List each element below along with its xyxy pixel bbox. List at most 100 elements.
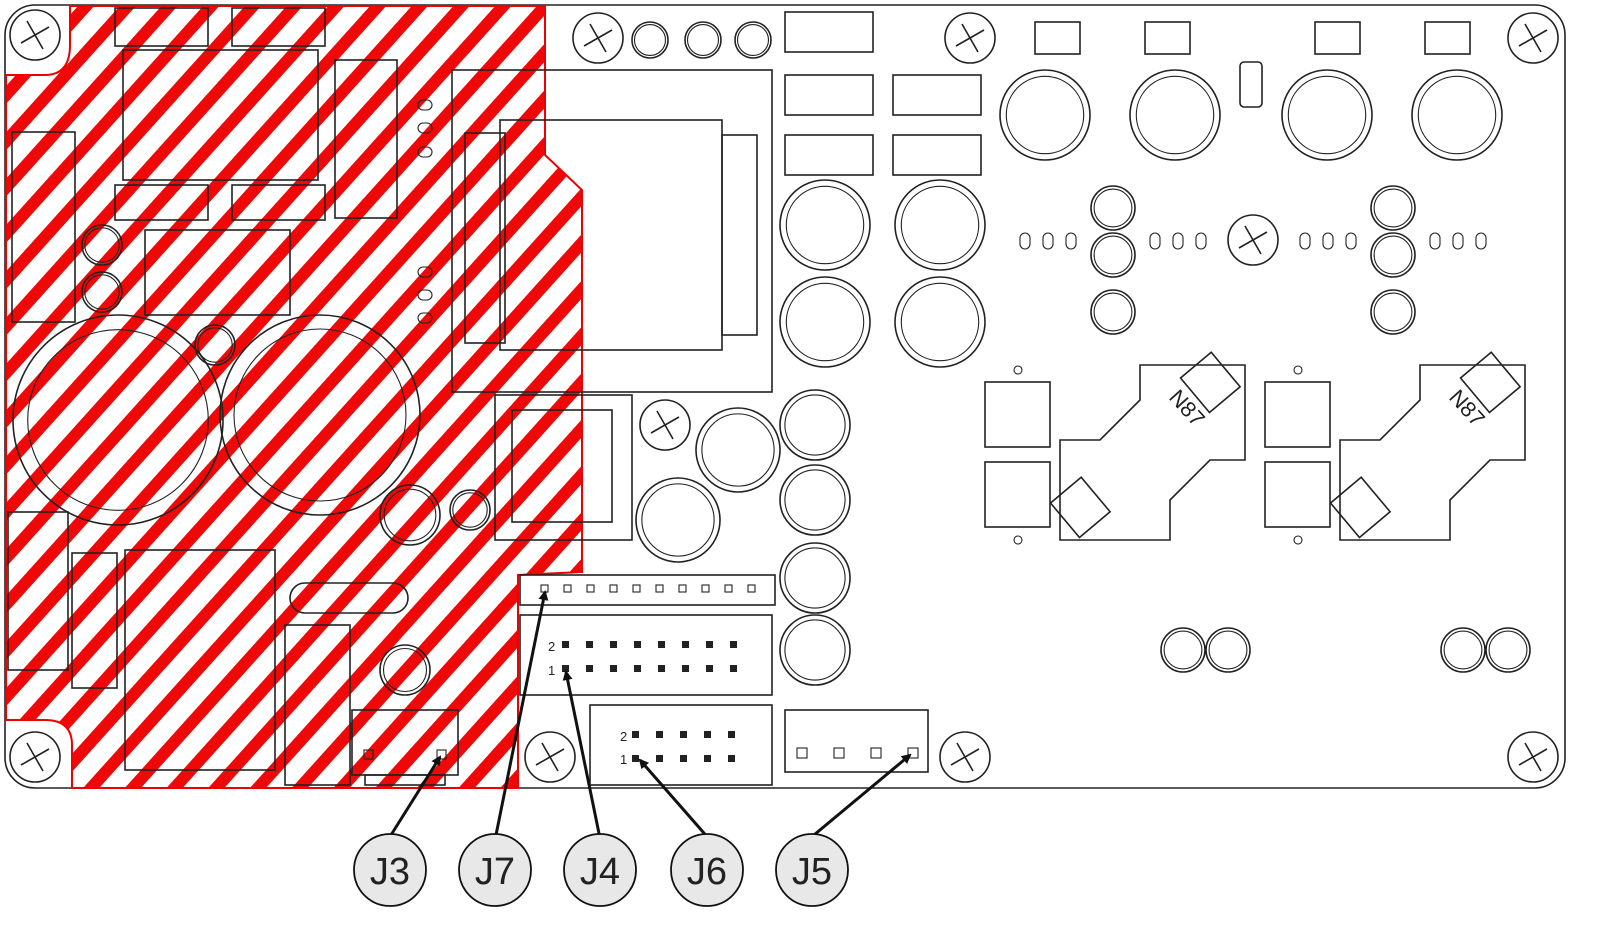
j4-pin — [682, 665, 689, 672]
capacitor — [1370, 289, 1416, 335]
component-outline — [721, 134, 758, 336]
capacitor-outer — [12, 314, 224, 526]
capacitor — [631, 21, 669, 59]
screw-cross — [650, 410, 680, 440]
capacitor — [1160, 627, 1206, 673]
screw-hole — [944, 12, 996, 64]
capacitor-outer — [779, 614, 851, 686]
capacitor — [449, 489, 491, 531]
capacitor-outer — [1160, 627, 1206, 673]
j5-pin — [833, 747, 845, 759]
ferrite-core — [1013, 351, 1246, 545]
screw-cross — [20, 20, 50, 50]
via — [1013, 535, 1023, 545]
capacitor — [1205, 627, 1251, 673]
component-outline — [1264, 461, 1331, 528]
capacitor — [779, 179, 871, 271]
capacitor-inner — [1093, 292, 1133, 332]
screw-hole — [9, 731, 61, 783]
capacitor-outer — [1370, 232, 1416, 278]
callout-j4: J4 — [562, 670, 637, 907]
component-outline — [451, 69, 773, 393]
capacitor-inner — [784, 619, 846, 681]
capacitor-outer — [894, 276, 986, 368]
capacitor — [379, 484, 441, 546]
j7-pin — [724, 584, 733, 593]
capacitor-outer — [779, 542, 851, 614]
j7-pin — [563, 584, 572, 593]
capacitor-inner — [84, 227, 120, 263]
capacitor-outer — [779, 276, 871, 368]
component-outline — [784, 134, 874, 176]
component-outline — [499, 119, 723, 351]
pad — [417, 122, 433, 134]
j4-pin — [682, 641, 689, 648]
capacitor-inner — [900, 185, 980, 265]
capacitor-inner — [1417, 75, 1497, 155]
j7-pin — [632, 584, 641, 593]
capacitor — [779, 542, 851, 614]
capacitor — [1090, 232, 1136, 278]
component-outline — [289, 582, 409, 614]
callout-bubble — [563, 833, 637, 907]
component-outline — [334, 59, 398, 219]
j4-pin — [706, 641, 713, 648]
screw-icon — [524, 731, 576, 783]
pad — [417, 266, 433, 278]
component-outline — [784, 709, 929, 773]
capacitor — [734, 21, 772, 59]
capacitor — [695, 407, 781, 493]
component-outline — [1239, 61, 1263, 108]
j4-pin — [730, 665, 737, 672]
capacitor-outer — [695, 407, 781, 493]
j4-pin — [610, 641, 617, 648]
callout-label: J4 — [580, 851, 620, 893]
capacitor-inner — [84, 274, 120, 310]
component-outline — [144, 229, 291, 316]
capacitor-inner — [785, 185, 865, 265]
j6-pin — [656, 755, 663, 762]
capacitor-inner — [452, 492, 488, 528]
capacitor — [684, 21, 722, 59]
core-marking: N87 — [1444, 385, 1490, 432]
component-outline — [71, 552, 118, 689]
j4-pin — [658, 641, 665, 648]
pad — [1195, 232, 1207, 250]
j6-pin2-label: 2 — [620, 729, 627, 744]
capacitor-outer — [81, 224, 123, 266]
capacitor-outer — [734, 21, 772, 59]
component-outline — [231, 184, 326, 221]
capacitor-inner — [785, 282, 865, 362]
screw-cross — [1518, 742, 1548, 772]
component-outline — [984, 381, 1051, 448]
ferrite-core — [1293, 351, 1526, 545]
j4-pin — [634, 641, 641, 648]
callout-j3: J3 — [353, 755, 442, 907]
j7-pin — [747, 584, 756, 593]
j4-pin1-label: 1 — [548, 663, 555, 678]
screw-cross — [20, 742, 50, 772]
capacitor — [1370, 232, 1416, 278]
component-outline — [984, 461, 1051, 528]
capacitor-outer — [1090, 289, 1136, 335]
screw-icon — [639, 399, 691, 451]
callout-label: J6 — [687, 851, 727, 893]
screw-cross — [583, 23, 613, 53]
j3-pin — [436, 749, 447, 760]
screw-cross — [535, 742, 565, 772]
capacitor-inner — [383, 488, 437, 542]
via — [1013, 365, 1023, 375]
capacitor-inner — [1287, 75, 1367, 155]
callout-j7: J7 — [458, 590, 549, 907]
screw-hole — [524, 731, 576, 783]
core-outline — [1059, 364, 1246, 541]
capacitor — [1129, 69, 1221, 161]
callout-label: J5 — [792, 851, 832, 893]
screw-icon — [9, 731, 61, 783]
pad — [1299, 232, 1311, 250]
capacitor — [1485, 627, 1531, 673]
pad — [1429, 232, 1441, 250]
capacitor — [779, 276, 871, 368]
hazard-hatch-area — [5, 5, 583, 789]
j7-pin — [586, 584, 595, 593]
